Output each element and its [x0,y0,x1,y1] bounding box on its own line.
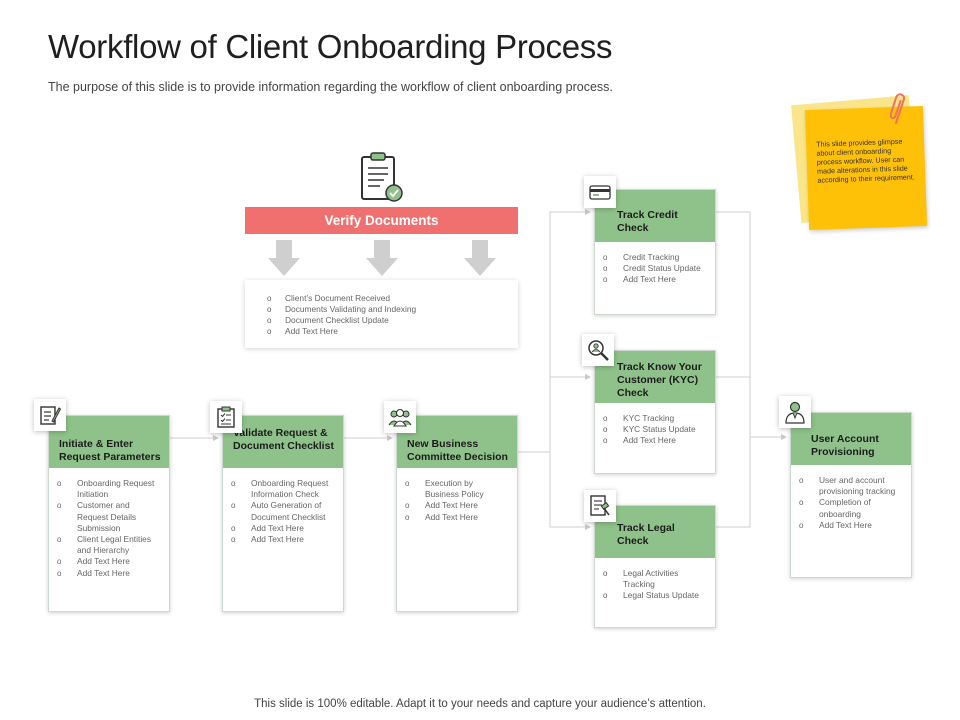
step-card-legal-check: Track Legal Check Legal Activities Track… [594,505,716,628]
list-item: Client’s Document Received [267,293,510,304]
step-icon-tile [384,401,416,433]
card-title: Initiate & Enter Request Parameters [49,416,169,468]
list-item: Add Text Here [405,512,509,523]
connector-credit-user [716,211,751,437]
list-item: Add Text Here [405,500,509,511]
verify-documents-banner: Verify Documents [245,207,518,234]
form-edit-icon [40,406,61,425]
list-item: User and account provisioning tracking [799,475,903,497]
step-icon-tile [584,490,616,522]
down-arrow-icon [366,240,398,276]
connector-legal-user [716,437,751,528]
step-icon-tile [584,176,616,208]
step-icon-tile [779,396,811,428]
paperclip-icon [889,93,910,132]
list-item: KYC Tracking [603,413,707,424]
step-card-credit-check: Track Credit Check Credit Tracking Credi… [594,189,716,315]
down-arrows [268,240,496,276]
card-title: User Account Provisioning [791,413,911,465]
card-title: Validate Request & Document Checklist [223,416,343,468]
list-item: Add Text Here [57,568,161,579]
list-item: Add Text Here [231,523,335,534]
user-icon [785,401,805,424]
list-item: Onboarding Request Initiation [57,478,161,500]
slide-title: Workflow of Client Onboarding Process [48,28,613,65]
list-item: Onboarding Request Information Check [231,478,335,500]
clipboard-check-icon [361,152,403,202]
legal-document-icon [590,495,610,516]
sticky-note-text: This slide provides glimpse about client… [815,136,915,185]
list-item: Document Checklist Update [267,315,510,326]
step-card-validate: Validate Request & Document Checklist On… [222,415,344,612]
card-title: New Business Committee Decision [397,416,517,468]
list-item: Add Text Here [799,520,903,531]
list-item: Legal Activities Tracking [603,568,707,590]
list-item: Credit Tracking [603,252,707,263]
list-item: Legal Status Update [603,590,707,601]
list-item: Add Text Here [267,326,510,337]
step-icon-tile [582,334,614,366]
down-arrow-icon [268,240,300,276]
step-card-kyc-check: Track Know Your Customer (KYC) Check KYC… [594,350,716,474]
step-icon-tile [210,401,242,433]
verify-icon [358,152,404,209]
list-item: Credit Status Update [603,263,707,274]
card-title: Track Legal Check [595,506,715,558]
list-item: Auto Generation of Document Checklist [231,500,335,522]
step-card-user-account: User Account Provisioning User and accou… [790,412,912,578]
down-arrow-icon [464,240,496,276]
list-item: Add Text Here [231,534,335,545]
slide-footer: This slide is 100% editable. Adapt it to… [254,698,706,710]
connector-3-legal [549,452,591,530]
verify-documents-list: Client’s Document Received Documents Val… [245,280,518,348]
team-icon [388,408,412,427]
connector-3-branch [518,209,591,453]
list-item: Client Legal Entities and Hierarchy [57,534,161,556]
step-card-committee: New Business Committee Decision Executio… [396,415,518,612]
card-title: Track Know Your Customer (KYC) Check [595,351,715,403]
step-icon-tile [34,399,66,431]
list-item: KYC Status Update [603,424,707,435]
magnifier-person-icon [588,340,609,361]
step-card-initiate: Initiate & Enter Request Parameters Onbo… [48,415,170,612]
slide-subtitle: The purpose of this slide is to provide … [48,80,613,94]
list-item: Add Text Here [603,435,707,446]
list-item: Execution by Business Policy [405,478,509,500]
list-item: Add Text Here [57,556,161,567]
list-item: Add Text Here [603,274,707,285]
list-item: Completion of onboarding [799,497,903,519]
credit-card-icon [589,185,611,200]
checklist-icon [217,406,235,428]
list-item: Customer and Request Details Submission [57,500,161,534]
list-item: Documents Validating and Indexing [267,304,510,315]
